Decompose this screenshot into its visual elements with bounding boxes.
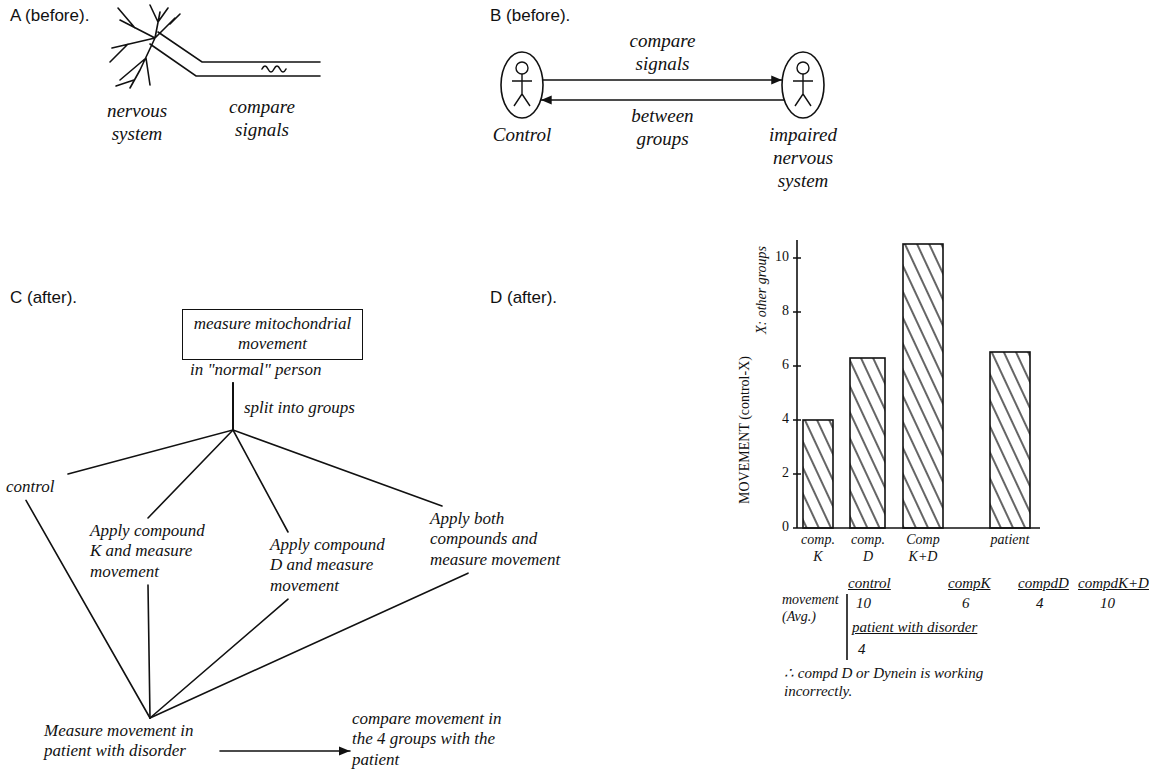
connector	[541, 99, 785, 101]
connector	[220, 750, 350, 752]
tick-label: 6	[764, 357, 789, 374]
tick-label: 8	[764, 303, 789, 320]
dendrites	[110, 5, 180, 88]
connector	[150, 573, 468, 718]
tick-label: 0	[764, 519, 789, 536]
row-label: movement (Avg.)	[782, 592, 842, 626]
bar	[903, 244, 943, 528]
node-text: Apply both compounds and measure movemen…	[430, 509, 572, 570]
panel-label: B (before).	[490, 6, 570, 26]
node-text: Measure movement in patient with disorde…	[44, 721, 218, 762]
oval-outline	[499, 50, 545, 120]
neuron-sketch	[110, 5, 320, 88]
oval	[782, 52, 824, 118]
table-cell: 4	[858, 640, 866, 658]
node-text: impaired nervous system	[757, 124, 849, 192]
group-oval: Control	[487, 50, 557, 150]
node-text: control	[6, 477, 72, 497]
table-cell: 10	[856, 594, 871, 612]
bar	[803, 420, 833, 528]
table-header: patient with disorder	[852, 618, 977, 636]
node-text: Apply compound K and measure movement	[90, 521, 214, 582]
stick-figure-body	[793, 74, 813, 106]
node-text: Control	[489, 124, 555, 147]
bar	[850, 358, 885, 528]
table-header: compdK+D	[1078, 574, 1149, 592]
tick-label: 10	[764, 249, 789, 266]
table-divider	[846, 594, 848, 660]
conclusion-note: ∴ compd D or Dynein is working incorrect…	[784, 664, 1024, 700]
table-header: compK	[948, 574, 991, 592]
category-label: Comp K+D	[901, 532, 945, 566]
connector	[68, 383, 233, 474]
oval-outline	[780, 50, 826, 120]
table-header: compdD	[1018, 574, 1069, 592]
bar	[990, 352, 1030, 528]
step-text: Apply compound K and measure movement	[88, 518, 216, 585]
annotation: compare signals	[212, 96, 312, 142]
stick-figure-body	[512, 74, 532, 106]
connector	[148, 383, 233, 518]
process-box: measure mitochondrial movementin "normal…	[180, 306, 365, 383]
panel-label: A (before).	[10, 6, 89, 26]
group-oval: impaired nervous system	[755, 50, 851, 195]
connector-layer	[26, 80, 784, 751]
step-text: compare movement in the 4 groups with th…	[350, 706, 518, 773]
panel-label: C (after).	[10, 288, 77, 308]
connector	[233, 383, 442, 506]
edge-label: between groups	[613, 105, 713, 151]
tick-label: 4	[764, 411, 789, 428]
table-header: control	[848, 574, 891, 592]
category-label: comp. D	[847, 532, 889, 566]
annotation: split into groups	[244, 398, 394, 418]
edge-label: compare signals	[613, 30, 713, 76]
table-cell: 4	[1036, 594, 1044, 612]
oval	[501, 52, 543, 118]
connector	[148, 585, 150, 718]
step-text: control	[4, 474, 74, 500]
step-text: Apply both compounds and measure movemen…	[428, 506, 574, 573]
axon	[150, 32, 320, 76]
node-text: compare movement in the 4 groups with th…	[352, 709, 516, 770]
signal-squiggle	[262, 66, 286, 72]
table-cell: 10	[1100, 594, 1115, 612]
step-text: Apply compound D and measure movement	[268, 532, 396, 599]
node-text: measure mitochondrial movement	[182, 309, 363, 360]
connector	[150, 599, 288, 718]
stick-figure-head	[797, 62, 809, 74]
step-text: Measure movement in patient with disorde…	[42, 718, 220, 765]
node-subtext: in "normal" person	[182, 360, 363, 380]
category-label: patient	[975, 532, 1045, 549]
connector	[543, 79, 782, 81]
axis-title: MOVEMENT (control-X)	[737, 356, 754, 504]
stick-figure-head	[516, 62, 528, 74]
node-text: Apply compound D and measure movement	[270, 535, 394, 596]
table-cell: 6	[962, 594, 970, 612]
annotation: nervous system	[92, 100, 182, 146]
y-axis	[796, 240, 798, 528]
category-label: comp. K	[798, 532, 838, 566]
tick-label: 2	[764, 465, 789, 482]
tick-marks	[793, 258, 801, 474]
panel-label: D (after).	[490, 288, 557, 308]
axis-note: X: other groups	[754, 246, 771, 334]
